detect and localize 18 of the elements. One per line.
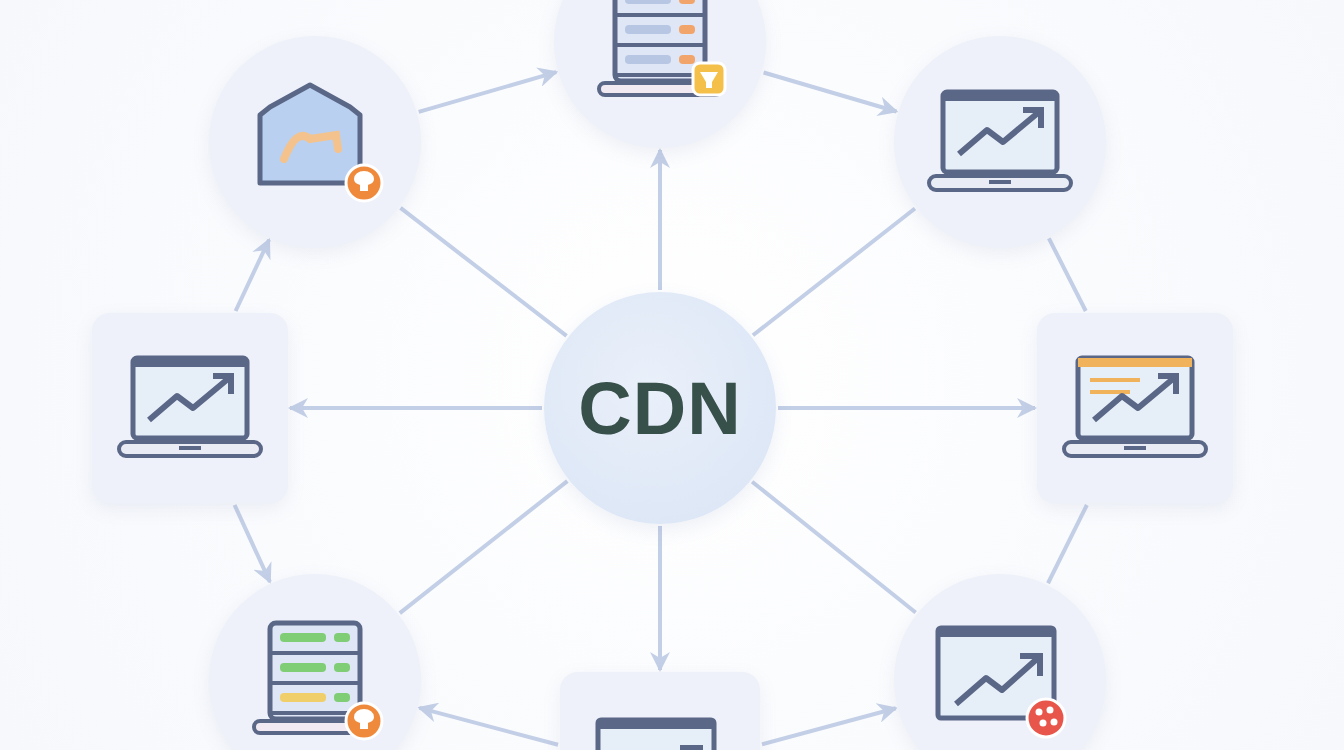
connector-line — [750, 480, 917, 615]
arrow — [650, 526, 670, 672]
connector-line — [399, 206, 568, 338]
connector-line — [1046, 504, 1089, 585]
connector-line — [398, 479, 569, 615]
arrow — [417, 702, 559, 747]
hub-label: CDN — [578, 365, 742, 451]
arrow — [761, 703, 898, 747]
arrow — [418, 67, 559, 114]
arrow — [233, 237, 271, 312]
arrow — [232, 504, 272, 584]
arrow — [763, 70, 899, 117]
arrow — [778, 398, 1037, 418]
node-card — [1037, 313, 1233, 503]
arrow — [288, 398, 542, 418]
connector-line — [1047, 237, 1088, 312]
arrow — [650, 148, 670, 290]
connector-line — [751, 206, 917, 337]
